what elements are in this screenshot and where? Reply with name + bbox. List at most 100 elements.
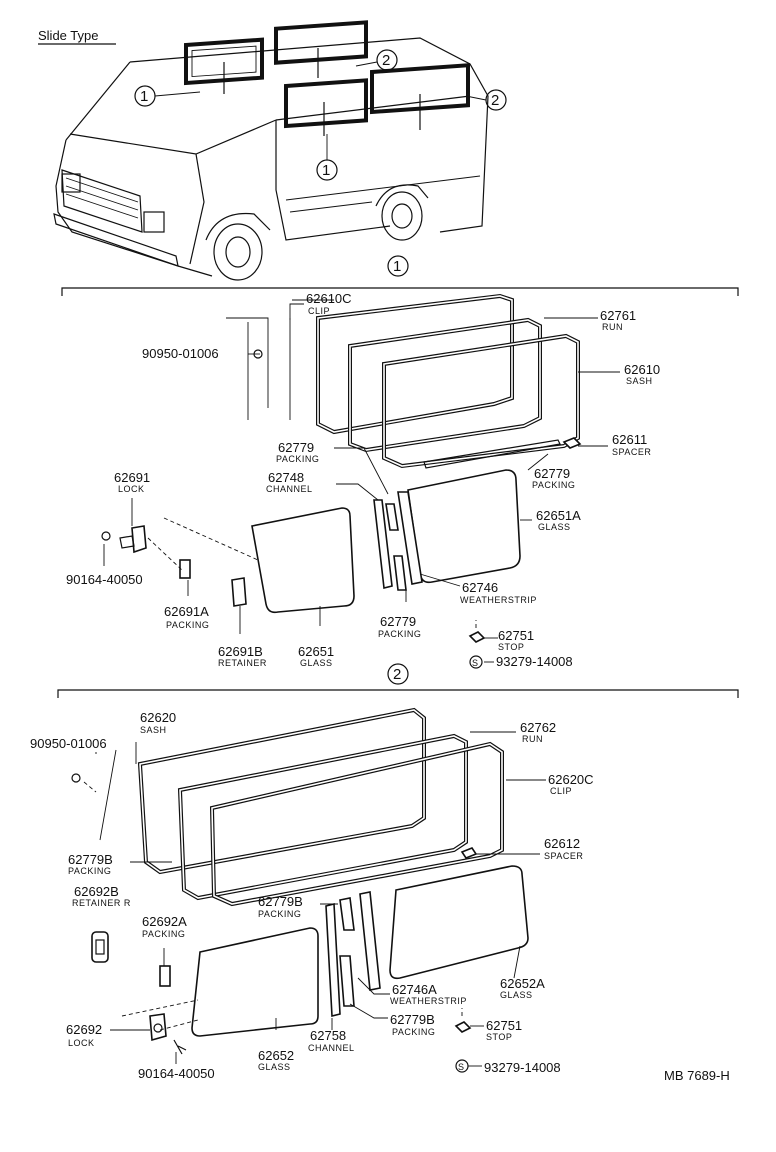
- svg-text:62691B: 62691B: [218, 644, 263, 659]
- svg-text:CHANNEL: CHANNEL: [266, 484, 313, 494]
- diagram-title: Slide Type: [38, 28, 98, 43]
- svg-text:90164-40050: 90164-40050: [138, 1066, 215, 1081]
- s1-label-90950: 90950-01006: [142, 346, 219, 361]
- svg-text:STOP: STOP: [486, 1032, 512, 1042]
- svg-text:62652: 62652: [258, 1048, 294, 1063]
- section-1: 1: [61, 255, 739, 669]
- svg-text:62751: 62751: [498, 628, 534, 643]
- svg-text:LOCK: LOCK: [68, 1038, 95, 1048]
- svg-text:62620: 62620: [140, 710, 176, 725]
- svg-text:62691: 62691: [114, 470, 150, 485]
- svg-text:SPACER: SPACER: [612, 447, 651, 457]
- svg-text:S: S: [472, 658, 479, 668]
- s1-label-90164: 90164-40050: [66, 572, 143, 587]
- svg-text:62779: 62779: [278, 440, 314, 455]
- svg-text:SPACER: SPACER: [544, 851, 583, 861]
- svg-text:PACKING: PACKING: [258, 909, 301, 919]
- svg-text:RETAINER R: RETAINER R: [72, 898, 131, 908]
- svg-text:PACKING: PACKING: [142, 929, 185, 939]
- s2-label-93279: 93279-14008: [484, 1060, 561, 1075]
- svg-text:STOP: STOP: [498, 642, 524, 652]
- svg-text:62651: 62651: [298, 644, 334, 659]
- svg-text:62761: 62761: [600, 308, 636, 323]
- svg-text:1: 1: [140, 88, 148, 105]
- svg-text:RUN: RUN: [602, 322, 623, 332]
- svg-text:62751: 62751: [486, 1018, 522, 1033]
- svg-text:CLIP: CLIP: [550, 786, 572, 796]
- svg-text:PACKING: PACKING: [532, 480, 575, 490]
- svg-text:PACKING: PACKING: [68, 866, 111, 876]
- van-illustration: 1 2 1 2: [53, 20, 507, 281]
- svg-text:1: 1: [393, 258, 401, 275]
- svg-text:62620C: 62620C: [548, 772, 594, 787]
- svg-text:62746A: 62746A: [392, 982, 437, 997]
- svg-text:LOCK: LOCK: [118, 484, 145, 494]
- svg-text:62611: 62611: [612, 432, 647, 447]
- svg-text:62692B: 62692B: [74, 884, 119, 899]
- svg-text:62758: 62758: [310, 1028, 346, 1043]
- svg-text:CLIP: CLIP: [308, 306, 330, 316]
- svg-text:62762: 62762: [520, 720, 556, 735]
- svg-text:PACKING: PACKING: [276, 454, 319, 464]
- svg-text:62779B: 62779B: [68, 852, 113, 867]
- svg-text:CHANNEL: CHANNEL: [308, 1043, 355, 1053]
- callout-marker-2: [376, 49, 398, 71]
- svg-text:90950-01006: 90950-01006: [30, 736, 107, 751]
- s1-label-93279: 93279-14008: [496, 654, 573, 669]
- svg-text:RETAINER: RETAINER: [218, 658, 267, 668]
- svg-text:2: 2: [393, 666, 401, 683]
- svg-text:62691A: 62691A: [164, 604, 209, 619]
- section-1-marker: [387, 255, 409, 277]
- svg-text:62779: 62779: [380, 614, 416, 629]
- title-block: Slide Type: [38, 28, 116, 45]
- svg-text:SASH: SASH: [140, 725, 167, 735]
- svg-text:S: S: [458, 1062, 465, 1072]
- section-2: 2: [30, 663, 739, 1081]
- svg-text:1: 1: [322, 162, 330, 179]
- s2-label-90164: 90164-40050: [138, 1066, 215, 1081]
- svg-text:WEATHERSTRIP: WEATHERSTRIP: [460, 595, 537, 605]
- svg-text:2: 2: [382, 52, 390, 69]
- svg-text:62779B: 62779B: [390, 1012, 435, 1027]
- svg-text:GLASS: GLASS: [500, 990, 533, 1000]
- section-2-marker: [387, 663, 409, 685]
- svg-text:PACKING: PACKING: [392, 1027, 435, 1037]
- svg-text:62692A: 62692A: [142, 914, 187, 929]
- svg-text:90950-01006: 90950-01006: [142, 346, 219, 361]
- svg-text:62779: 62779: [534, 466, 570, 481]
- svg-text:62692: 62692: [66, 1022, 102, 1037]
- svg-text:62610: 62610: [624, 362, 660, 377]
- svg-text:62651A: 62651A: [536, 508, 581, 523]
- svg-text:62610C: 62610C: [306, 291, 352, 306]
- figure-code: MB 7689-H: [664, 1068, 730, 1083]
- svg-text:62652A: 62652A: [500, 976, 545, 991]
- svg-text:WEATHERSTRIP: WEATHERSTRIP: [390, 996, 467, 1006]
- svg-text:90164-40050: 90164-40050: [66, 572, 143, 587]
